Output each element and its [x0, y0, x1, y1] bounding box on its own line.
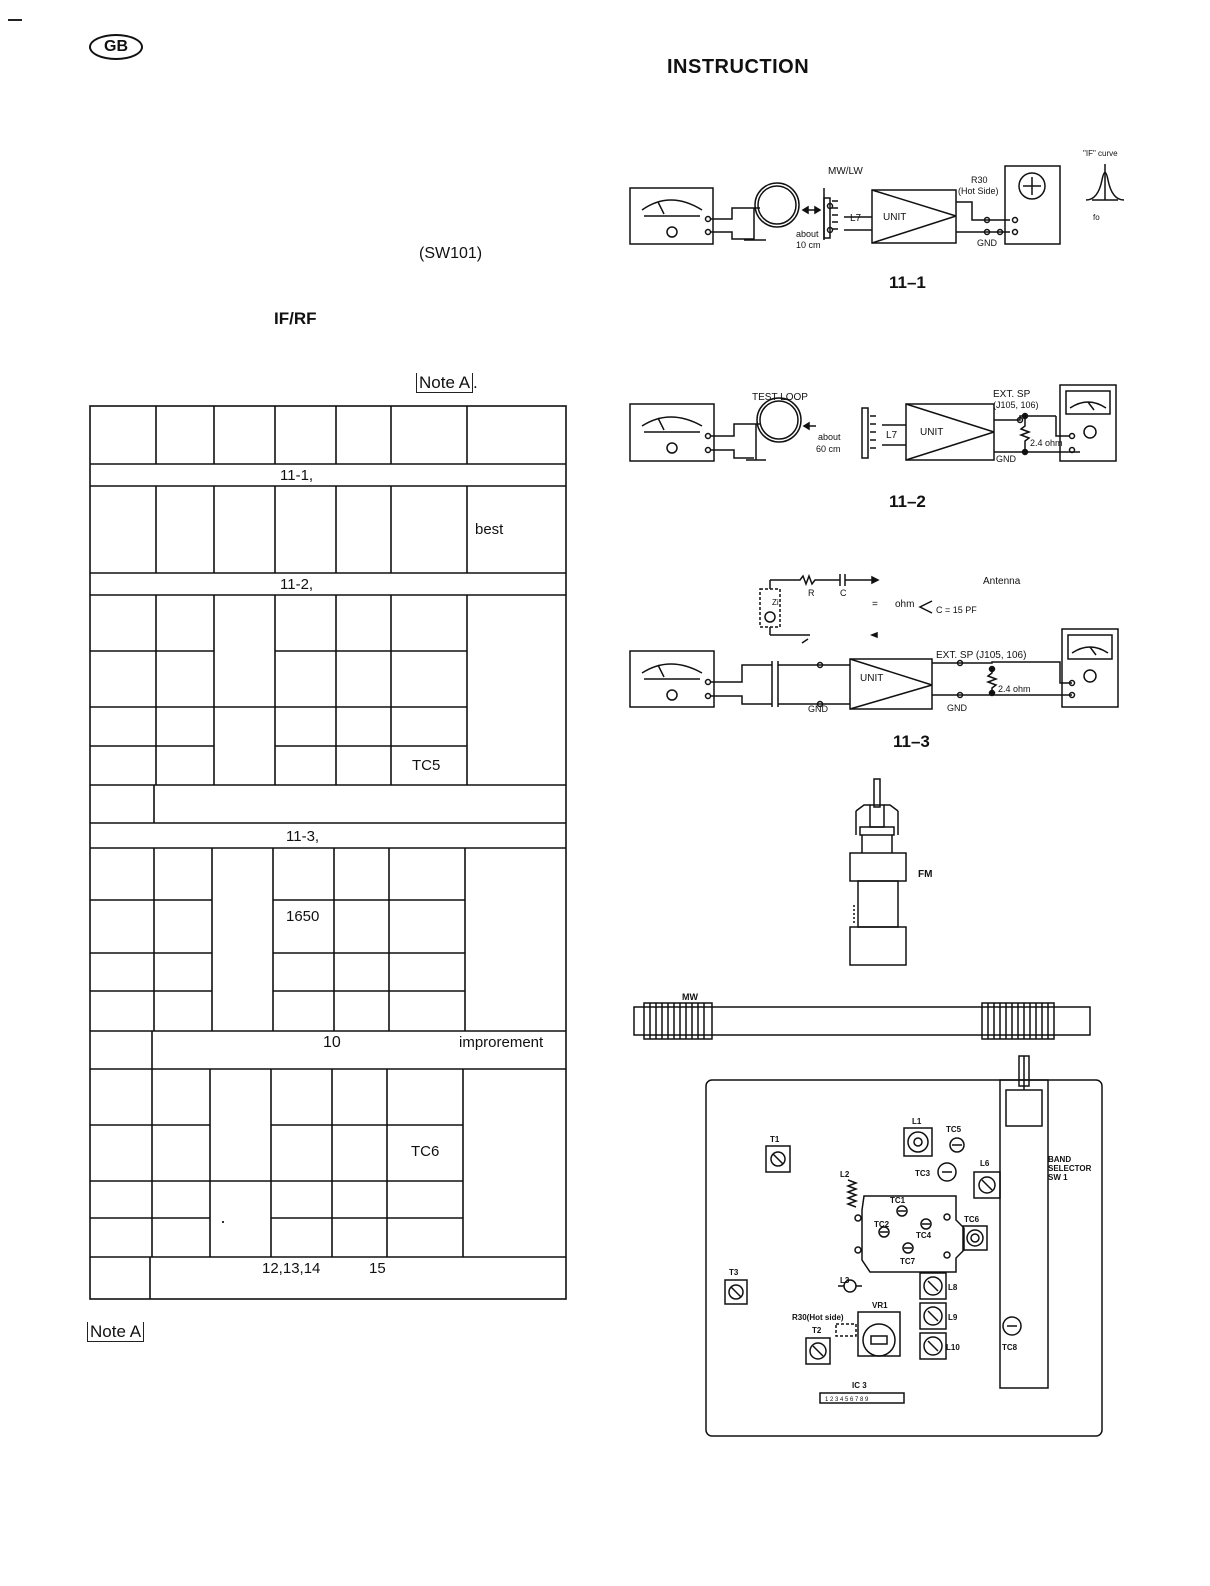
pcb-label-l10: L10 — [946, 1343, 960, 1352]
mw-bar-antenna-drawing: MW — [633, 992, 1091, 1040]
table-cell-fig-15: 15 — [369, 1260, 386, 1277]
figure-11-1-diagram: MW/LW R30 (Hot Side) "IF" curve fo L7 UN… — [629, 149, 1125, 250]
fig1-label-fo: fo — [1093, 213, 1100, 222]
figure-11-3-caption: 11–3 — [893, 732, 930, 751]
pcb-label-tc2: TC2 — [874, 1220, 890, 1229]
fig3-label-ext-sp: EXT. SP (J105, 106) — [936, 650, 1026, 661]
mw-bar-label: MW — [682, 992, 698, 1002]
fig3-label-c15: C = 15 PF — [936, 605, 977, 615]
fig3-label-ohm: ohm — [895, 599, 914, 610]
pcb-label-band-3: SW 1 — [1048, 1173, 1068, 1182]
fig1-label-if-curve: "IF" curve — [1083, 149, 1118, 158]
note-a-footer: Note A — [87, 1322, 145, 1342]
pcb-label-l1: L1 — [912, 1117, 922, 1126]
language-badge-text: GB — [104, 38, 128, 55]
pcb-label-tc3: TC3 — [915, 1169, 931, 1178]
figure-11-2-diagram: TEST LOOP EXT. SP (J105, 106) about 60 c… — [629, 384, 1117, 464]
fig1-label-about: about — [796, 229, 819, 239]
pcb-label-ic3-pins: 1 2 3 4 5 6 7 8 9 — [825, 1397, 869, 1403]
table-cell-improrement: improrement — [459, 1034, 544, 1051]
pcb-label-tc8: TC8 — [1002, 1343, 1018, 1352]
figure-11-1-caption: 11–1 — [889, 273, 926, 292]
pcb-label-l9: L9 — [948, 1313, 958, 1322]
pcb-label-l3: L3 — [840, 1276, 850, 1285]
pcb-label-tc4: TC4 — [916, 1231, 932, 1240]
pcb-label-tc7: TC7 — [900, 1257, 916, 1266]
table-cell-10: 10 — [323, 1034, 341, 1051]
pcb-label-vr1: VR1 — [872, 1301, 888, 1310]
alignment-table — [89, 405, 567, 1300]
switch-reference: (SW101) — [419, 245, 483, 262]
table-dot — [222, 1221, 224, 1223]
pcb-label-l6: L6 — [980, 1159, 990, 1168]
table-cell-tc6: TC6 — [411, 1143, 440, 1160]
pcb-label-t1: T1 — [770, 1135, 780, 1144]
fig3-label-gnd2: GND — [947, 703, 968, 713]
pcb-label-band-1: BAND — [1048, 1155, 1071, 1164]
page-title: INSTRUCTION — [667, 56, 810, 78]
pcb-label-t2: T2 — [812, 1326, 822, 1335]
note-a-reference-box: Note A — [416, 373, 474, 393]
fig1-label-unit: UNIT — [883, 212, 906, 223]
pcb-label-l2: L2 — [840, 1170, 850, 1179]
table-cell-1650: 1650 — [286, 908, 320, 925]
pcb-label-ic3: IC 3 — [852, 1381, 867, 1390]
fig3-label-antenna: Antenna — [983, 576, 1021, 587]
fm-coil-drawing: FM — [849, 778, 932, 966]
fig3-bracket — [918, 600, 933, 614]
fig2-label-unit: UNIT — [920, 427, 943, 438]
fig2-label-about: about — [818, 432, 841, 442]
figure-11-2-caption: 11–2 — [889, 492, 926, 511]
table-cell-figs-12-13-14: 12,13,14 — [262, 1260, 321, 1277]
fig3-label-gnd1: GND — [808, 704, 829, 714]
fig3-label-unit: UNIT — [860, 673, 883, 684]
note-a-footer-box: Note A — [87, 1322, 145, 1342]
fig3-label-zi: Zi — [772, 598, 779, 607]
fig2-label-test-loop: TEST LOOP — [752, 392, 808, 403]
language-badge: GB — [89, 34, 143, 60]
fig1-label-gnd: GND — [977, 238, 998, 248]
pcb-label-tc5: TC5 — [946, 1125, 962, 1134]
fig3-label-r: R — [808, 588, 815, 598]
fig2-label-jack: (J105, 106) — [993, 400, 1039, 410]
pcb-label-l8: L8 — [948, 1283, 958, 1292]
pcb-layout-drawing: T1 L1 TC5 TC3 L6 L2 TC1 TC2 TC4 TC7 TC6 … — [705, 1055, 1103, 1437]
fig2-label-gnd: GND — [996, 454, 1017, 464]
fig2-label-load: 2.4 ohm — [1030, 438, 1063, 448]
pcb-label-band-2: SELECTOR — [1048, 1164, 1092, 1173]
corner-mark — [8, 19, 22, 21]
pcb-label-tc1: TC1 — [890, 1196, 906, 1205]
pcb-label-tc6: TC6 — [964, 1215, 980, 1224]
fig1-label-hot-side: (Hot Side) — [958, 186, 999, 196]
figure-11-3-diagram: Antenna R C Zi = ohm C = 15 PF EXT. SP (… — [629, 573, 1119, 714]
table-cell-best: best — [475, 521, 504, 538]
fig3-label-eq: = — [872, 599, 878, 610]
table-band-fig-11-2: 11-2, — [280, 576, 314, 593]
pcb-label-r30: R30(Hot side) — [792, 1313, 844, 1322]
fig1-label-l7: L7 — [850, 213, 862, 224]
table-band-fig-11-1: 11-1, — [280, 467, 314, 484]
pcb-label-t3: T3 — [729, 1268, 739, 1277]
fig1-label-r30: R30 — [971, 175, 988, 185]
note-a-reference: Note A. — [416, 373, 478, 393]
fig2-label-l7: L7 — [886, 430, 898, 441]
table-band-fig-11-3: 11-3, — [286, 828, 320, 845]
fig2-label-ext-sp: EXT. SP — [993, 389, 1031, 400]
table-cell-tc5: TC5 — [412, 757, 441, 774]
fig3-label-c: C — [840, 588, 847, 598]
fm-coil-label: FM — [918, 869, 932, 880]
note-a-reference-period: . — [473, 373, 478, 392]
fig2-label-distance: 60 cm — [816, 444, 841, 454]
mode-label: IF/RF — [274, 309, 317, 328]
fig1-label-mwlw: MW/LW — [828, 166, 863, 177]
fig1-label-distance: 10 cm — [796, 240, 821, 250]
fig3-label-load: 2.4 ohm — [998, 684, 1031, 694]
